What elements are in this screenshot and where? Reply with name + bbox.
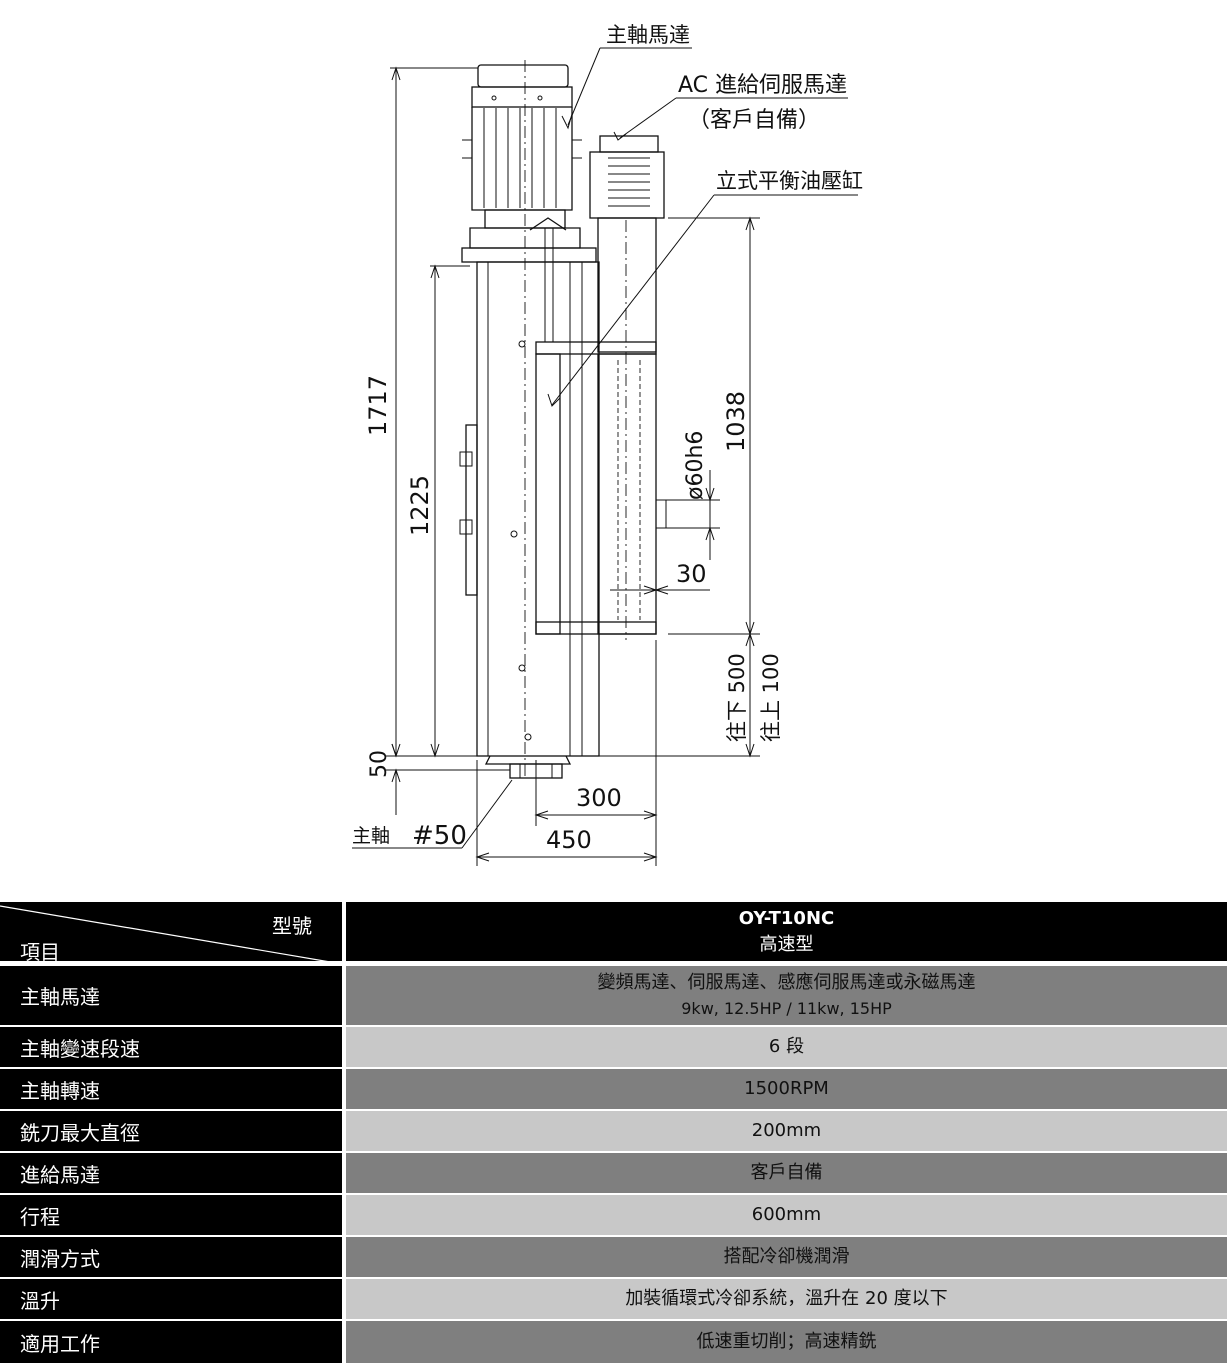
callout-taper-no: #50 — [412, 821, 467, 851]
table-row: 適用工作 低速重切削；高速精銑 — [0, 1321, 1227, 1363]
table-row: 主軸馬達 變頻馬達、伺服馬達、感應伺服馬達或永磁馬達 9kw, 12.5HP /… — [0, 966, 1227, 1027]
ram-body-illustration — [459, 261, 600, 779]
dim-width-300: 300 — [576, 784, 622, 812]
leader-lines — [352, 47, 858, 849]
row-label: 進給馬達 — [0, 1153, 346, 1193]
row-label: 主軸變速段速 — [0, 1027, 346, 1067]
row-value-line1: 600mm — [751, 1204, 822, 1225]
table-row: 行程 600mm — [0, 1195, 1227, 1237]
table-row: 主軸變速段速 6 段 — [0, 1027, 1227, 1069]
dim-shaft-dia: ø60h6 — [683, 431, 708, 500]
row-value-line2: 9kw, 12.5HP / 11kw, 15HP — [681, 998, 892, 1018]
row-value-line1: 1500RPM — [744, 1078, 829, 1099]
row-label: 主軸轉速 — [0, 1069, 346, 1109]
dimension-lines — [386, 66, 760, 866]
table-row: 銑刀最大直徑 200mm — [0, 1111, 1227, 1153]
row-value-line1: 200mm — [751, 1120, 822, 1141]
row-value: 變頻馬達、伺服馬達、感應伺服馬達或永磁馬達 9kw, 12.5HP / 11kw… — [346, 966, 1227, 1025]
row-label: 溫升 — [0, 1279, 346, 1319]
row-value: 600mm — [346, 1195, 1227, 1235]
row-value-line1: 6 段 — [768, 1036, 805, 1057]
row-value: 加裝循環式冷卻系統，溫升在 20 度以下 — [346, 1279, 1227, 1319]
spec-table: 型號 項目 OY-T10NC 高速型 主軸馬達 變頻馬達、伺服馬達、感應伺服馬達… — [0, 902, 1227, 1363]
row-label: 銑刀最大直徑 — [0, 1111, 346, 1151]
dim-body-height: 1225 — [406, 475, 434, 536]
servo-cylinder-illustration — [535, 135, 667, 640]
row-value: 客戶自備 — [346, 1153, 1227, 1193]
table-row: 主軸轉速 1500RPM — [0, 1069, 1227, 1111]
dim-cylinder-height: 1038 — [722, 391, 750, 452]
row-label: 適用工作 — [0, 1321, 346, 1363]
table-header-row: 型號 項目 OY-T10NC 高速型 — [0, 902, 1227, 966]
row-label: 主軸馬達 — [0, 966, 346, 1025]
row-label: 潤滑方式 — [0, 1237, 346, 1277]
callout-spindle: 主軸 — [352, 825, 390, 847]
row-value: 200mm — [346, 1111, 1227, 1151]
row-value-line1: 變頻馬達、伺服馬達、感應伺服馬達或永磁馬達 — [597, 971, 976, 993]
row-value: 1500RPM — [346, 1069, 1227, 1109]
header-diagonal — [0, 905, 343, 965]
dim-offset-30: 30 — [676, 560, 707, 588]
callout-spindle-motor: 主軸馬達 — [606, 23, 690, 47]
callout-ac-servo: AC 進給伺服馬達 — [678, 73, 847, 98]
row-value-line1: 客戶自備 — [750, 1162, 823, 1183]
header-model-label: 型號 — [272, 914, 312, 938]
dim-width-450: 450 — [546, 826, 592, 854]
callout-customer-supplied: （客戶自備） — [688, 108, 820, 133]
header-model: OY-T10NC — [738, 907, 835, 929]
table-row: 進給馬達 客戶自備 — [0, 1153, 1227, 1195]
row-value-line1: 搭配冷卻機潤滑 — [723, 1246, 850, 1267]
technical-drawing: 主軸馬達 AC 進給伺服馬達 （客戶自備） 立式平衡油壓缸 主軸 #50 171… — [352, 23, 863, 866]
header-item-label: 項目 — [20, 940, 60, 964]
header-type: 高速型 — [759, 933, 814, 955]
dim-total-height: 1717 — [364, 375, 392, 436]
dim-up-100: 往上 100 — [759, 653, 783, 742]
row-value: 6 段 — [346, 1027, 1227, 1067]
callout-balance-cylinder: 立式平衡油壓缸 — [716, 169, 863, 193]
header-corner-cell: 型號 項目 — [0, 902, 346, 965]
dim-nose-50: 50 — [367, 750, 392, 778]
table-row: 潤滑方式 搭配冷卻機潤滑 — [0, 1237, 1227, 1279]
row-value: 搭配冷卻機潤滑 — [346, 1237, 1227, 1277]
spindle-motor-illustration — [461, 60, 597, 780]
row-label: 行程 — [0, 1195, 346, 1235]
dim-down-500: 往下 500 — [725, 653, 749, 742]
row-value-line1: 低速重切削；高速精銑 — [696, 1331, 877, 1352]
header-model-cell: OY-T10NC 高速型 — [346, 902, 1227, 961]
row-value: 低速重切削；高速精銑 — [346, 1321, 1227, 1363]
table-row: 溫升 加裝循環式冷卻系統，溫升在 20 度以下 — [0, 1279, 1227, 1321]
row-value-line1: 加裝循環式冷卻系統，溫升在 20 度以下 — [625, 1288, 948, 1309]
